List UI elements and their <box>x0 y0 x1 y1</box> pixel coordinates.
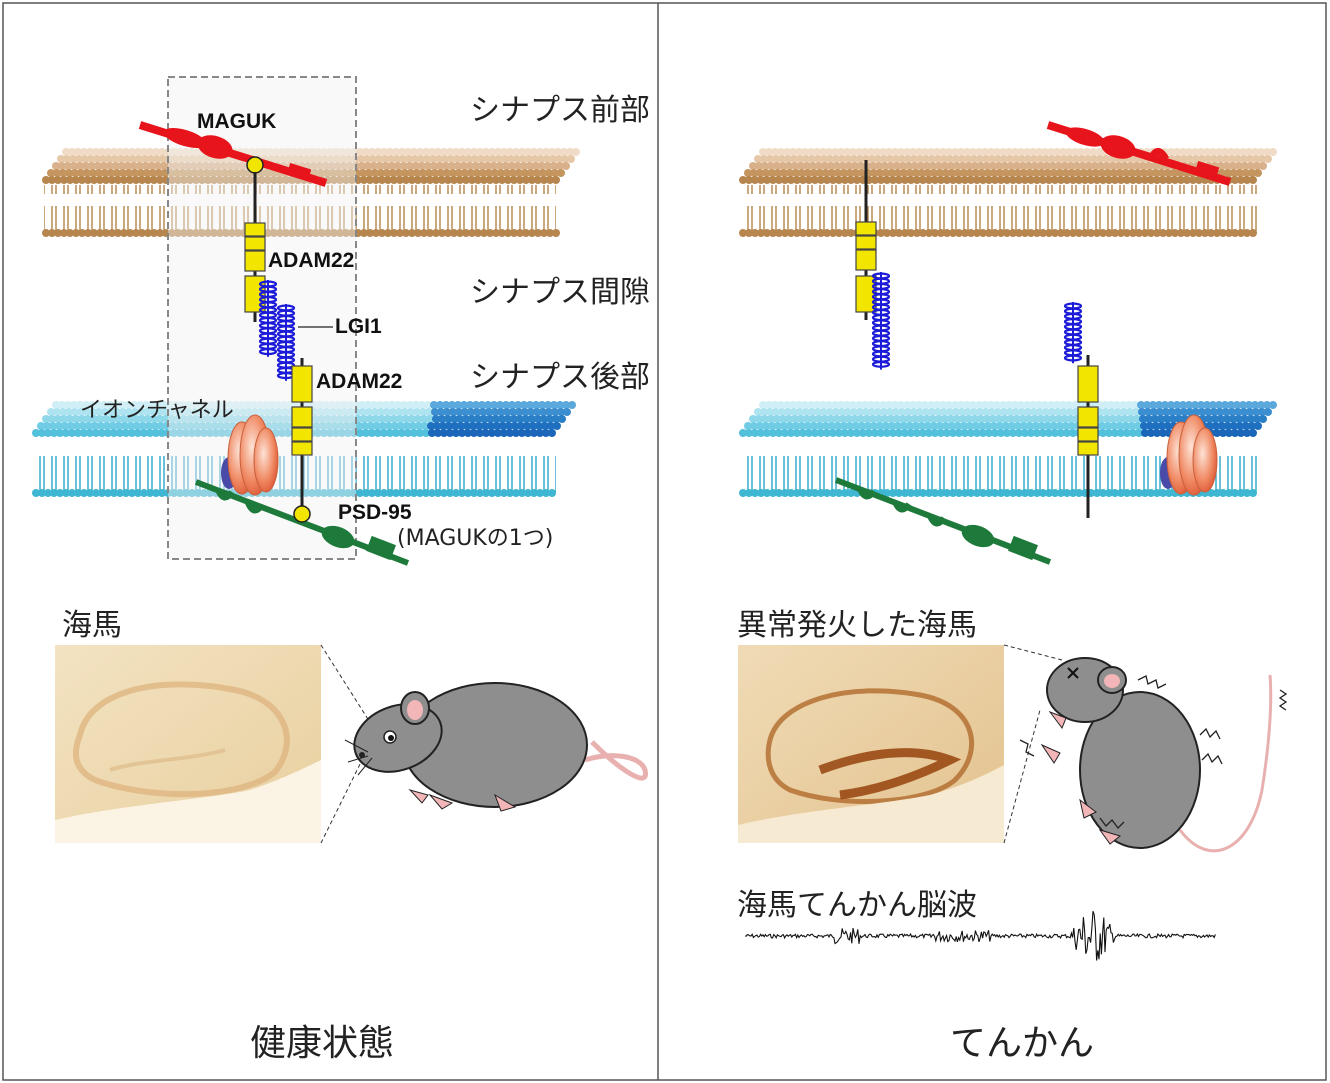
adam22-top-label: ADAM22 <box>268 249 354 272</box>
presynaptic-label: シナプス前部 <box>470 93 650 128</box>
mouse-seizure <box>1019 657 1288 853</box>
mouse-healthy <box>344 682 648 812</box>
zoom-line-bottom-right <box>1003 709 1041 844</box>
caption-healthy: 健康状態 <box>250 1023 394 1064</box>
psd95-protein-right <box>834 477 1052 565</box>
left-panel: MAGUK ADAM22 LGI1 ADAM22 イオンチャネル PSD-95 … <box>32 76 650 1064</box>
lgi1-label: LGI1 <box>335 315 382 338</box>
lgi1-protein-right-pre <box>871 272 891 370</box>
adam22-bottom-label: ADAM22 <box>316 370 402 393</box>
postsynaptic-label: シナプス後部 <box>470 360 650 395</box>
ion-channel-right <box>1160 414 1218 496</box>
eeg-trace <box>744 911 1216 961</box>
maguk-protein-right <box>1046 121 1232 186</box>
psd95-protein-left <box>194 479 410 566</box>
maguk-protein-left <box>138 121 328 187</box>
psd95-label: PSD-95 <box>338 501 412 524</box>
hippocampus-image-normal <box>55 645 321 843</box>
lgi1-protein-left <box>258 280 296 381</box>
cleft-label: シナプス間隙 <box>470 275 650 310</box>
maguk-label: MAGUK <box>197 110 276 133</box>
caption-epilepsy: てんかん <box>950 1023 1094 1064</box>
right-panel: 異常発火した海馬 海馬てんか <box>737 121 1288 1064</box>
zoom-line-top-right <box>1003 644 1063 661</box>
adam22-postsynaptic-right <box>1077 355 1099 518</box>
hippocampus-image-abnormal <box>738 645 1004 843</box>
ion-channel-label: イオンチャネル <box>80 398 234 423</box>
hippocampus-abnormal-label: 異常発火した海馬 <box>737 608 977 643</box>
ion-channel-left <box>221 414 279 496</box>
postsynaptic-membrane-right <box>739 401 1277 497</box>
adam22-postsynaptic-left <box>291 358 313 510</box>
lgi1-protein-right-post <box>1063 302 1083 364</box>
adam22-presynaptic-right <box>855 160 877 320</box>
psd95-note-label: (MAGUKの1つ) <box>397 526 553 551</box>
eeg-label: 海馬てんかん脳波 <box>737 888 977 923</box>
presynaptic-membrane-left <box>42 148 580 237</box>
zoom-line-bottom-left <box>320 747 369 844</box>
hippocampus-label: 海馬 <box>62 608 122 643</box>
zoom-line-top-left <box>320 644 379 736</box>
presynaptic-membrane-right <box>739 148 1277 237</box>
